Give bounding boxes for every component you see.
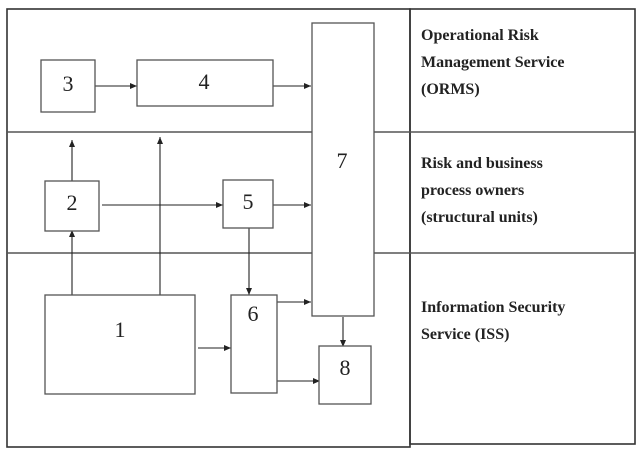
box-7: 7 — [311, 22, 375, 317]
box-2: 2 — [44, 180, 100, 232]
lane-label-iss: Information Security Service (ISS) — [421, 299, 569, 343]
box-4-label: 4 — [199, 69, 210, 94]
lane-label-owners: Risk and business process owners (struct… — [421, 155, 547, 226]
lane-label-orms: Operational Risk Management Service (ORM… — [421, 27, 569, 98]
box-7-label: 7 — [337, 148, 348, 173]
box-5-label: 5 — [243, 189, 254, 214]
box-6: 6 — [230, 294, 278, 394]
box-1-label: 1 — [115, 317, 126, 342]
lane-label-frame — [409, 8, 636, 445]
box-8-label: 8 — [340, 355, 351, 380]
box-2-label: 2 — [67, 190, 78, 215]
box-8: 8 — [318, 345, 372, 405]
box-4: 4 — [136, 59, 274, 107]
box-3-label: 3 — [63, 71, 74, 96]
box-5: 5 — [222, 179, 274, 229]
box-1: 1 — [44, 294, 196, 395]
box-3: 3 — [40, 59, 96, 113]
box-6-label: 6 — [248, 301, 259, 326]
